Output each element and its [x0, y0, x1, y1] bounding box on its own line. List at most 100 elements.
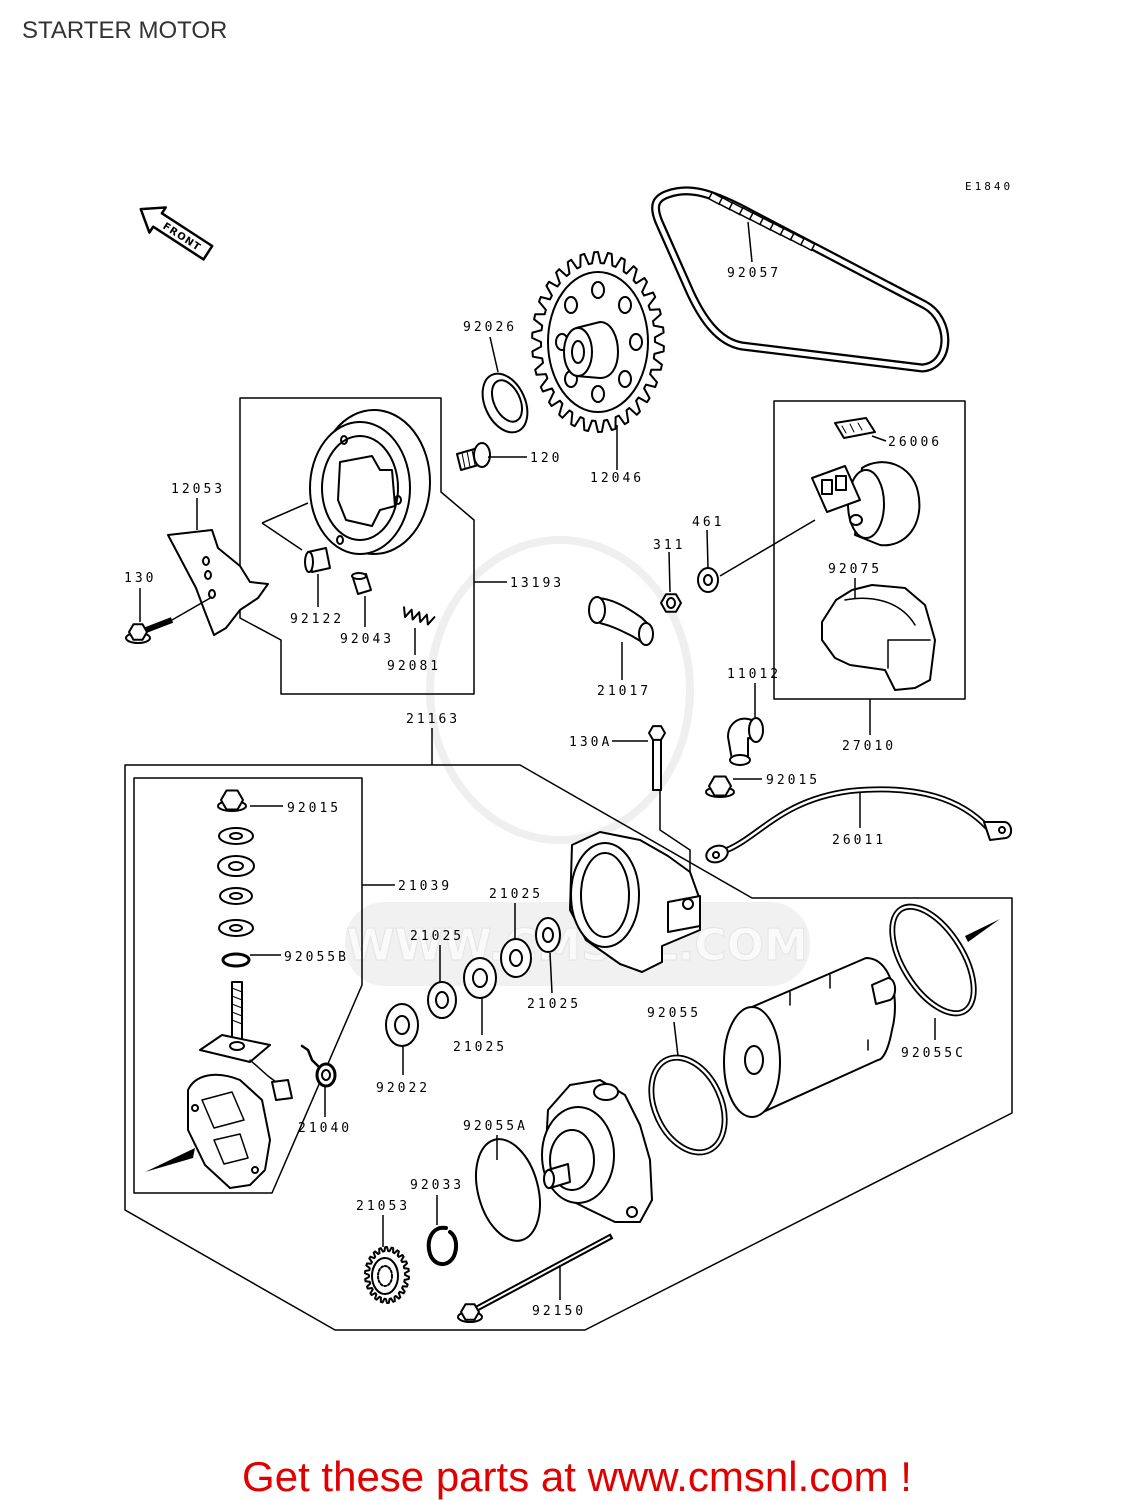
hose-end — [638, 622, 654, 646]
leader-92055 — [673, 1021, 679, 1057]
callout-26011: 26011 — [832, 833, 886, 848]
leader-92057 — [747, 221, 753, 263]
callout-92057: 92057 — [727, 266, 781, 281]
bolt-92150 — [457, 1233, 614, 1323]
rear-bracket-bore — [580, 852, 630, 938]
cable-26011 — [705, 786, 1012, 864]
spring-92081 — [403, 606, 436, 626]
callout-92026: 92026 — [463, 320, 517, 335]
bolt-130A-head — [648, 725, 666, 741]
watermark-logo-ring — [426, 536, 694, 844]
watermark-text: WWW.CMSNL.COM — [346, 920, 808, 971]
sprocket-hub-face — [563, 327, 593, 377]
callout-92122: 92122 — [290, 612, 344, 627]
relay-face — [847, 469, 885, 539]
bracket-hole — [204, 570, 212, 580]
o-ring-92055C-inner — [891, 905, 975, 1015]
washer-21025-bore — [509, 949, 523, 967]
assembly-line-roller — [261, 502, 309, 524]
nut-hex — [220, 789, 244, 811]
leader-92026 — [489, 336, 499, 373]
washer-set-21039 — [217, 855, 255, 877]
front-cover — [541, 1079, 653, 1223]
washer-bore — [229, 832, 243, 840]
bolt-130-shank — [144, 617, 174, 633]
clutch-cam — [337, 455, 396, 527]
callout-21025: 21025 — [453, 1040, 507, 1055]
front-cover-boss — [593, 1083, 619, 1101]
o-ring-92055B — [221, 952, 251, 968]
box-21039-outline — [133, 777, 363, 1194]
relay-terminal — [821, 479, 833, 495]
callout-21040: 21040 — [298, 1121, 352, 1136]
bolt-120 — [456, 442, 491, 471]
washer-92022-bore — [394, 1015, 410, 1035]
leader-lines — [139, 221, 936, 1300]
spring-coil-center — [321, 1069, 331, 1081]
terminal-bolt-shank — [231, 981, 243, 1041]
starter-gear-21053 — [364, 1246, 410, 1304]
bolt-130 — [125, 617, 174, 644]
callout-21017: 21017 — [597, 684, 651, 699]
brush-holder-hole — [191, 1104, 199, 1112]
callout-21053: 21053 — [356, 1199, 410, 1214]
callout-130: 130 — [124, 571, 156, 586]
callout-311: 311 — [653, 538, 685, 553]
assembly-line-relay — [719, 519, 816, 577]
washer-21025-bore — [542, 927, 554, 943]
callout-92055A: 92055A — [463, 1119, 528, 1134]
chain-outer-edge — [651, 186, 950, 373]
nut-311-bore — [666, 597, 676, 609]
sprocket-hole — [564, 296, 578, 314]
callout-26006: 26006 — [888, 435, 942, 450]
sprocket-hub-bore — [571, 340, 585, 364]
cable-terminal — [705, 844, 729, 864]
callout-21025: 21025 — [489, 887, 543, 902]
bolt-92150-shank-highlight — [475, 1236, 611, 1310]
washer-21025 — [427, 981, 457, 1019]
front-arrow-icon: FRONT — [139, 206, 214, 261]
cable-terminal-hole — [712, 851, 720, 859]
cover-detail — [844, 597, 931, 669]
washer-92026-outer — [481, 372, 529, 434]
callout-27010: 27010 — [842, 739, 896, 754]
callout-labels: 92057 92026 120 12046 26006 12053 461 31… — [124, 266, 963, 1319]
carbon-brush — [271, 1079, 293, 1101]
footer-promo-text: Get these parts at www.cmsnl.com ! — [242, 1453, 912, 1500]
callout-92043: 92043 — [340, 632, 394, 647]
roller-end — [304, 551, 314, 573]
cable-terminal-hole — [998, 826, 1006, 834]
callout-11012: 11012 — [727, 667, 781, 682]
cable-terminal — [983, 821, 1012, 841]
bolt-130-head — [128, 623, 148, 641]
nut-92015-right — [705, 775, 735, 798]
washer-21025 — [500, 938, 532, 978]
washer-set-21039 — [218, 827, 254, 845]
cover-body — [821, 584, 936, 691]
callout-21025: 21025 — [527, 997, 581, 1012]
diagram-code: E1840 — [965, 180, 1013, 193]
washer-21025-bore — [435, 991, 449, 1009]
callout-12053: 12053 — [171, 482, 225, 497]
clutch-drum-inner — [321, 435, 399, 541]
front-cover-hole — [626, 1206, 638, 1218]
callout-13193: 13193 — [510, 576, 564, 591]
callout-92055B: 92055B — [284, 950, 349, 965]
callout-92022: 92022 — [376, 1081, 430, 1096]
o-ring-92055-inner — [650, 1056, 726, 1154]
connector-26006 — [834, 417, 876, 439]
sprocket-hole — [591, 281, 605, 299]
chain-links — [707, 191, 816, 252]
brush-holder-slots — [201, 1091, 249, 1165]
pointer-wedge-icon — [145, 1148, 195, 1172]
pointer-wedge-icon — [965, 919, 1000, 942]
callout-92081: 92081 — [387, 659, 441, 674]
washer-92022 — [385, 1003, 419, 1047]
hose-21017 — [588, 596, 654, 646]
clutch-hole — [394, 495, 402, 505]
starter-sprocket-12046 — [531, 251, 665, 433]
sprocket-hole — [618, 370, 632, 388]
callout-92015-right: 92015 — [766, 773, 820, 788]
leader-311 — [668, 551, 671, 593]
brush-holder-hole — [251, 1166, 259, 1174]
